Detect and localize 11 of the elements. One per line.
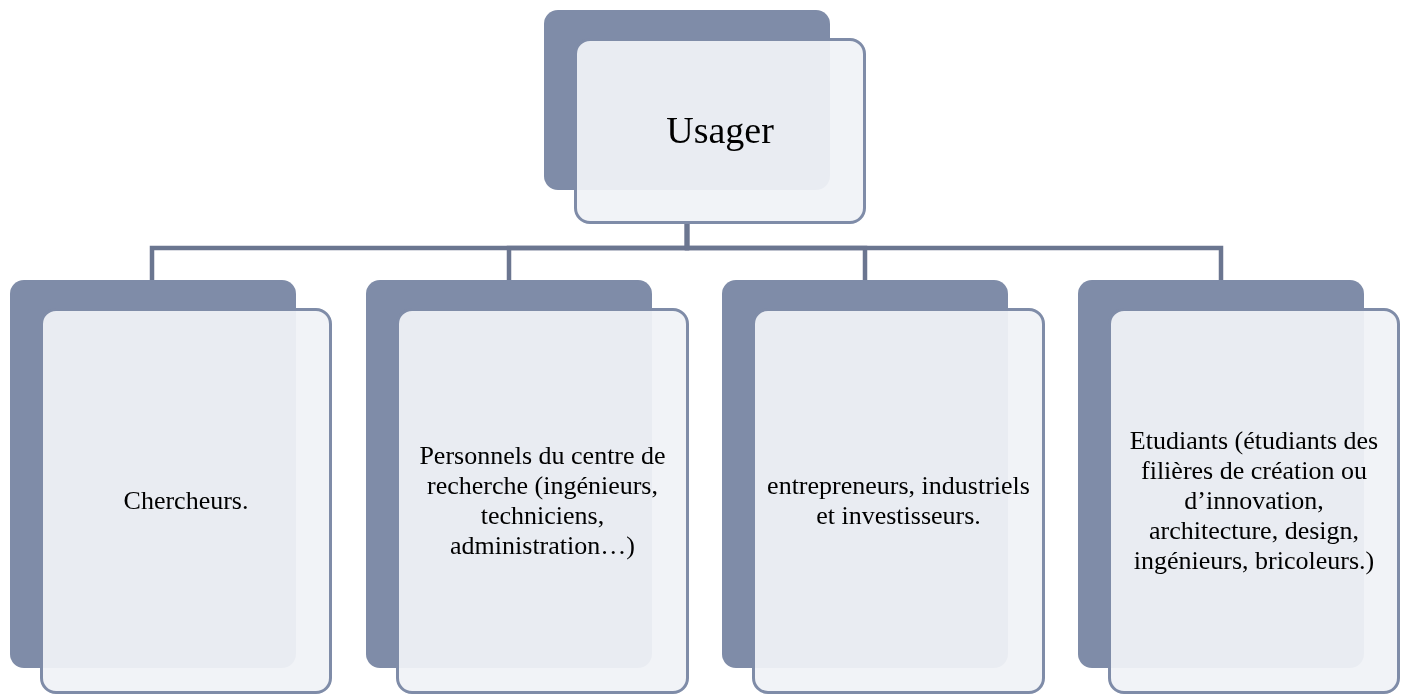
connector-line xyxy=(684,224,1224,280)
card-text: entrepreneurs, industriels et investisseurs. xyxy=(766,471,1031,531)
card-text: Personnels du centre de recherche (ingénieurs, techniciens, administration…) xyxy=(418,441,667,561)
card-text: Chercheurs. xyxy=(123,486,249,516)
stacked-card xyxy=(10,280,332,694)
card-text: Etudiants (étudiants des filières de création ou d’innovation, architecture, design, ingénieurs, bricoleurs.) xyxy=(1128,426,1380,576)
stacked-card xyxy=(722,280,1045,694)
card-text: Usager xyxy=(666,109,774,153)
stacked-card xyxy=(366,280,689,694)
stacked-card xyxy=(1078,280,1400,694)
stacked-card xyxy=(544,10,866,224)
